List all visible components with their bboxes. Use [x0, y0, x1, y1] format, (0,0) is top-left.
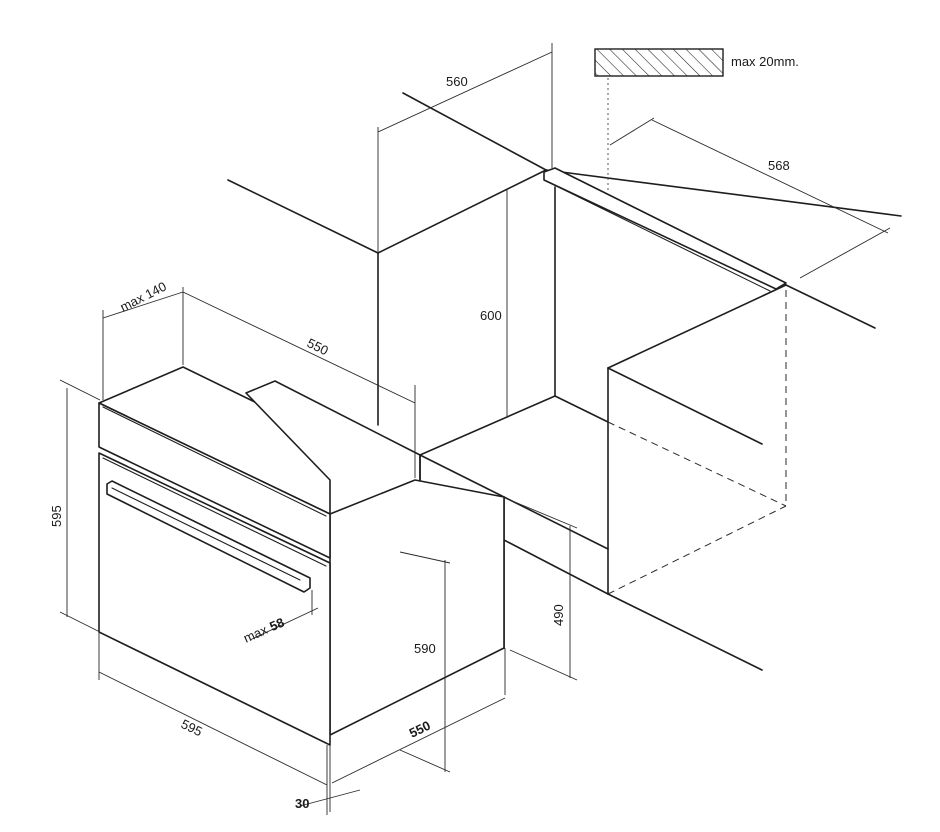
dim-max140-line [102, 291, 184, 319]
floor-right-line [607, 593, 763, 671]
dim-568-line [651, 119, 889, 234]
door-inner-top [102, 457, 327, 567]
label-550-bottom: 550 [407, 718, 433, 741]
dim-30-line [299, 789, 361, 807]
label-max20mm: max 20mm. [731, 54, 799, 69]
right-panel-top [607, 284, 787, 369]
dim-560-line [377, 51, 553, 133]
dim-595h-ext-top [59, 379, 101, 401]
oven-control-panel [98, 402, 331, 559]
worktop-left-edge [227, 179, 379, 254]
dim-550b-line [331, 697, 506, 784]
label-595-height: 595 [49, 505, 64, 527]
shelf-right-line [503, 496, 609, 550]
dim-595w-line [98, 671, 328, 786]
dim-568-ext-right [799, 227, 891, 279]
label-590: 590 [414, 641, 436, 656]
base-right-line [503, 539, 609, 595]
dim-568-ext-left [609, 117, 655, 146]
right-panel-top-back [607, 367, 763, 445]
support-rail-underline [543, 179, 771, 292]
dim-590-ext-top [399, 551, 451, 564]
right-panel-hidden-bottom [607, 505, 787, 595]
control-panel-inner [102, 406, 327, 517]
oven [98, 366, 505, 746]
door-handle-line [111, 487, 301, 581]
label-max58-value: 58 [267, 615, 286, 635]
label-550-top: 550 [305, 335, 331, 358]
shelf-front-line [419, 454, 505, 498]
label-568: 568 [768, 158, 790, 173]
dimension-lines [59, 43, 891, 815]
label-595-width: 595 [179, 716, 205, 739]
dim-490-ext-top [509, 499, 578, 529]
worktop-back-line [402, 92, 547, 171]
cabinet-niche [227, 92, 902, 671]
label-600: 600 [480, 308, 502, 323]
niche-floor-back-right [554, 395, 609, 423]
worktop-back-right-edge [545, 169, 902, 217]
dim-max58-line [249, 607, 319, 641]
dimension-labels: 560 568 600 max 140 550 595 595 590 490 … [49, 54, 799, 811]
right-panel-hidden-floor [607, 421, 787, 507]
label-490: 490 [551, 604, 566, 626]
door-handle [106, 480, 311, 593]
niche-floor-back-left [419, 395, 556, 456]
dim-595h-ext-bottom [59, 611, 101, 633]
max20-hatched-box [594, 48, 724, 77]
dim-550-top-line [182, 291, 416, 404]
oven-side-face [329, 479, 505, 736]
label-30: 30 [295, 796, 309, 811]
label-560: 560 [446, 74, 468, 89]
support-rail [543, 167, 787, 290]
dim-490-ext-bottom [509, 649, 578, 681]
worktop-right-edge [785, 284, 876, 329]
worktop-back-left-edge [377, 169, 547, 254]
label-max140: max 140 [118, 279, 169, 315]
dim-590-ext-bottom [399, 749, 451, 773]
